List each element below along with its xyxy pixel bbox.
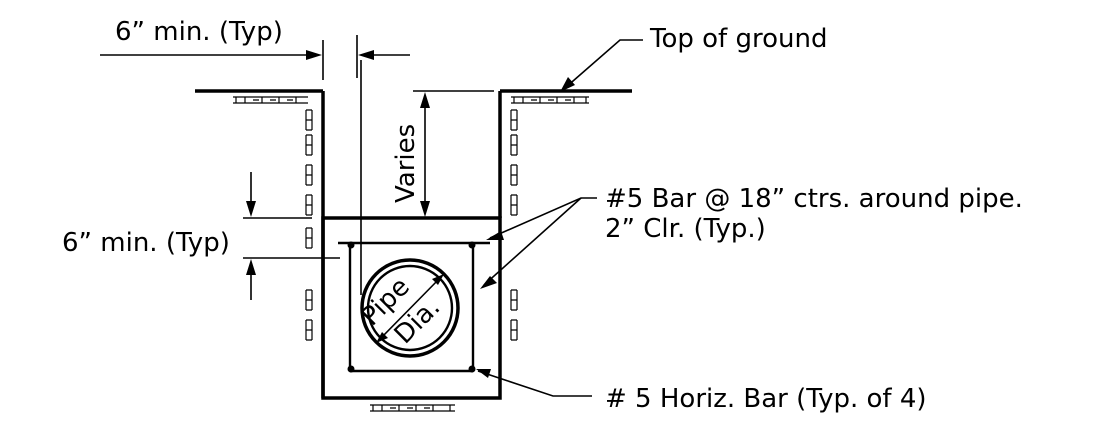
varies-dimension: Varies <box>391 90 494 217</box>
horiz-bar-callout: # 5 Horiz. Bar (Typ. of 4) <box>476 369 927 414</box>
top-of-ground-callout: Top of ground <box>560 24 827 92</box>
horiz-bar-label: # 5 Horiz. Bar (Typ. of 4) <box>605 384 927 414</box>
side-clearance-dimension: 6” min. (Typ) <box>62 172 340 300</box>
rebar-dot <box>468 241 476 249</box>
rebar-dot <box>347 241 355 249</box>
rebar-cage <box>338 241 490 373</box>
soil-hatching <box>233 96 589 412</box>
top-of-ground-label: Top of ground <box>649 24 827 54</box>
top-clearance-dimension: 6” min. (Typ) <box>100 17 410 295</box>
side-min-label: 6” min. (Typ) <box>62 228 230 258</box>
bar-spacing-callout: #5 Bar @ 18” ctrs. around pipe. 2” Clr. … <box>480 184 1023 289</box>
clearance-label: 2” Clr. (Typ.) <box>605 214 766 244</box>
varies-label: Varies <box>391 124 421 203</box>
rebar-dot <box>347 365 355 373</box>
bar-spacing-label: #5 Bar @ 18” ctrs. around pipe. <box>605 184 1023 214</box>
top-min-label: 6” min. (Typ) <box>115 17 283 47</box>
rebar-dot <box>468 365 476 373</box>
pipe-section: Pipe Dia. <box>356 258 460 358</box>
concrete-encasement <box>321 216 502 400</box>
